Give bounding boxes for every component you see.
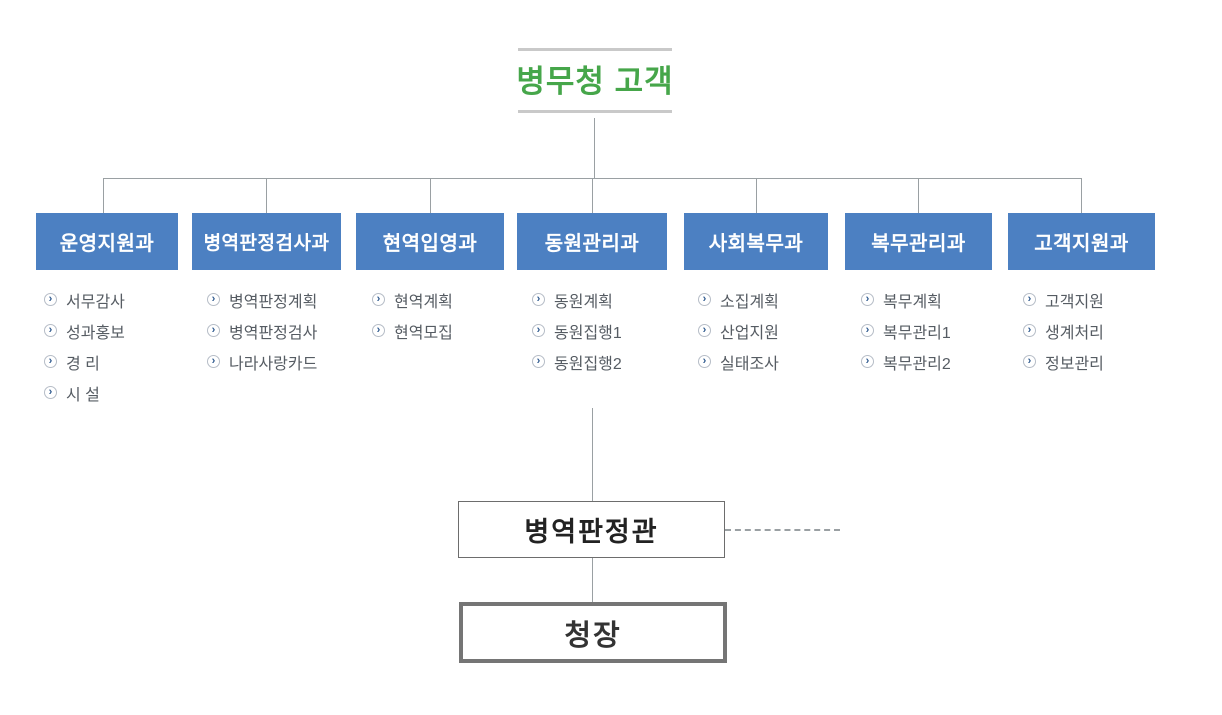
list-item-label: 성과홍보 bbox=[66, 324, 125, 342]
dept-box-customer-support: 고객지원과 bbox=[1008, 213, 1155, 270]
list-item: › 성과홍보 bbox=[44, 315, 125, 346]
connector-stub-2 bbox=[266, 178, 267, 213]
circled-right-arrow-icon: › bbox=[861, 355, 874, 368]
list-item: › 고객지원 bbox=[1023, 284, 1104, 315]
connector-stub-5 bbox=[756, 178, 757, 213]
circled-right-arrow-icon: › bbox=[207, 355, 220, 368]
dept-list-service-management: › 복무계획 › 복무관리1 › 복무관리2 bbox=[861, 284, 951, 377]
circled-right-arrow-icon: › bbox=[861, 293, 874, 306]
circled-right-arrow-icon: › bbox=[44, 293, 57, 306]
circled-right-arrow-icon: › bbox=[1023, 293, 1036, 306]
dept-list-mobilization: › 동원계획 › 동원집행1 › 동원집행2 bbox=[532, 284, 622, 377]
list-item-label: 병역판정계획 bbox=[229, 293, 318, 311]
list-item-label: 복무계획 bbox=[883, 293, 942, 311]
connector-stub-1 bbox=[103, 178, 104, 213]
list-item-label: 서무감사 bbox=[66, 293, 125, 311]
dept-box-active-enlistment: 현역입영과 bbox=[356, 213, 504, 270]
list-item-label: 산업지원 bbox=[720, 324, 779, 342]
dept-box-social-service: 사회복무과 bbox=[684, 213, 828, 270]
list-item-label: 동원집행2 bbox=[554, 355, 622, 373]
list-item-label: 소집계획 bbox=[720, 293, 779, 311]
connector-stub-4 bbox=[592, 178, 593, 213]
circled-right-arrow-icon: › bbox=[44, 355, 57, 368]
list-item: › 동원계획 bbox=[532, 284, 622, 315]
judge-dashed-connector bbox=[725, 529, 840, 531]
dept-list-operations-support: › 서무감사 › 성과홍보 › 경 리 › 시 설 bbox=[44, 284, 125, 408]
list-item: › 병역판정검사 bbox=[207, 315, 317, 346]
list-item-label: 고객지원 bbox=[1045, 293, 1104, 311]
dept-list-active-enlistment: › 현역계획 › 현역모집 bbox=[372, 284, 453, 346]
list-item: › 현역모집 bbox=[372, 315, 453, 346]
judge-office-box: 병역판정관 bbox=[458, 501, 725, 558]
list-item-label: 현역모집 bbox=[394, 324, 453, 342]
dept-list-customer-support: › 고객지원 › 생계처리 › 정보관리 bbox=[1023, 284, 1104, 377]
list-item-label: 복무관리1 bbox=[883, 324, 951, 342]
dept-list-draft-examination: › 병역판정계획 › 병역판정검사 › 나라사랑카드 bbox=[207, 284, 317, 377]
list-item: › 실태조사 bbox=[698, 346, 779, 377]
list-item: › 복무관리2 bbox=[861, 346, 951, 377]
circled-right-arrow-icon: › bbox=[532, 355, 545, 368]
list-item: › 복무계획 bbox=[861, 284, 951, 315]
circled-right-arrow-icon: › bbox=[44, 386, 57, 399]
list-item: › 정보관리 bbox=[1023, 346, 1104, 377]
circled-right-arrow-icon: › bbox=[532, 293, 545, 306]
list-item: › 생계처리 bbox=[1023, 315, 1104, 346]
title-bottom-rule bbox=[518, 110, 672, 113]
connector-stub-6 bbox=[918, 178, 919, 213]
list-item-label: 나라사랑카드 bbox=[229, 355, 318, 373]
circled-right-arrow-icon: › bbox=[44, 324, 57, 337]
circled-right-arrow-icon: › bbox=[861, 324, 874, 337]
list-item-label: 실태조사 bbox=[720, 355, 779, 373]
connector-judge-to-chief bbox=[592, 558, 593, 602]
list-item-label: 복무관리2 bbox=[883, 355, 951, 373]
list-item-label: 동원계획 bbox=[554, 293, 613, 311]
list-item-label: 경 리 bbox=[66, 355, 100, 373]
connector-to-judge-vertical bbox=[592, 408, 593, 501]
list-item: › 병역판정계획 bbox=[207, 284, 317, 315]
circled-right-arrow-icon: › bbox=[372, 324, 385, 337]
list-item: › 서무감사 bbox=[44, 284, 125, 315]
list-item: › 소집계획 bbox=[698, 284, 779, 315]
circled-right-arrow-icon: › bbox=[372, 293, 385, 306]
circled-right-arrow-icon: › bbox=[532, 324, 545, 337]
commissioner-box: 청장 bbox=[459, 602, 727, 663]
list-item: › 동원집행1 bbox=[532, 315, 622, 346]
list-item-label: 병역판정검사 bbox=[229, 324, 318, 342]
connector-stub-3 bbox=[430, 178, 431, 213]
list-item: › 산업지원 bbox=[698, 315, 779, 346]
circled-right-arrow-icon: › bbox=[698, 324, 711, 337]
list-item-label: 생계처리 bbox=[1045, 324, 1104, 342]
circled-right-arrow-icon: › bbox=[1023, 355, 1036, 368]
circled-right-arrow-icon: › bbox=[207, 324, 220, 337]
list-item-label: 동원집행1 bbox=[554, 324, 622, 342]
list-item-label: 정보관리 bbox=[1045, 355, 1104, 373]
list-item: › 나라사랑카드 bbox=[207, 346, 317, 377]
list-item-label: 시 설 bbox=[66, 386, 100, 404]
dept-box-service-management: 복무관리과 bbox=[845, 213, 992, 270]
dept-list-social-service: › 소집계획 › 산업지원 › 실태조사 bbox=[698, 284, 779, 377]
dept-box-draft-examination: 병역판정검사과 bbox=[192, 213, 341, 270]
circled-right-arrow-icon: › bbox=[207, 293, 220, 306]
list-item: › 복무관리1 bbox=[861, 315, 951, 346]
list-item: › 현역계획 bbox=[372, 284, 453, 315]
list-item-label: 현역계획 bbox=[394, 293, 453, 311]
title-top-rule bbox=[518, 48, 672, 51]
connector-title-vertical bbox=[594, 118, 595, 178]
circled-right-arrow-icon: › bbox=[1023, 324, 1036, 337]
dept-box-operations-support: 운영지원과 bbox=[36, 213, 178, 270]
chart-title: 병무청 고객 bbox=[516, 64, 674, 99]
list-item: › 시 설 bbox=[44, 377, 125, 408]
circled-right-arrow-icon: › bbox=[698, 355, 711, 368]
dept-box-mobilization: 동원관리과 bbox=[517, 213, 667, 270]
list-item: › 동원집행2 bbox=[532, 346, 622, 377]
connector-stub-7 bbox=[1081, 178, 1082, 213]
circled-right-arrow-icon: › bbox=[698, 293, 711, 306]
list-item: › 경 리 bbox=[44, 346, 125, 377]
